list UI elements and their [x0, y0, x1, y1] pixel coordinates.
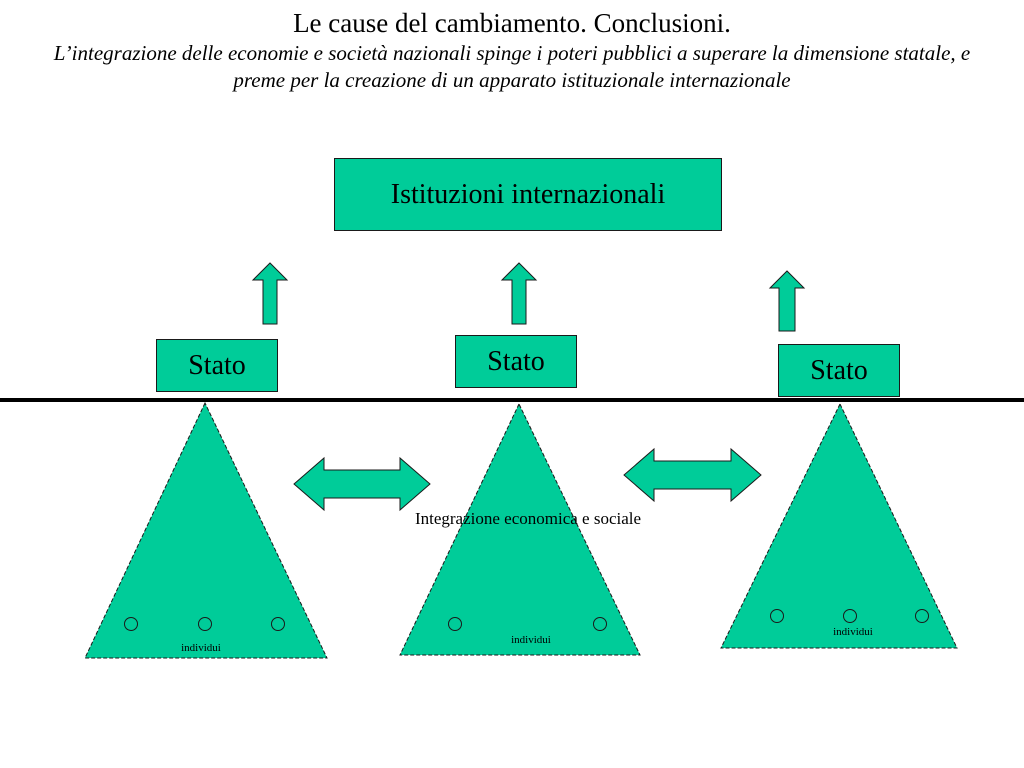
pyramid-center — [399, 402, 641, 656]
state-box-left: Stato — [156, 339, 278, 392]
pyramid-label-center: individui — [511, 634, 551, 646]
individual-circle — [124, 617, 138, 631]
up-arrow-icon — [251, 262, 289, 325]
state-box-right: Stato — [778, 344, 900, 397]
slide-subtitle: L’integrazione delle economie e società … — [53, 41, 971, 92]
pyramid-label-left: individui — [181, 642, 221, 654]
double-arrow-icon — [623, 447, 762, 503]
individual-circle — [593, 617, 607, 631]
pyramid-left — [84, 401, 328, 659]
individual-circle — [770, 609, 784, 623]
pyramid-right — [720, 402, 958, 649]
up-arrow-icon — [500, 262, 538, 325]
slide-header: Le cause del cambiamento. Conclusioni. L… — [0, 6, 1024, 94]
individual-circle — [448, 617, 462, 631]
individual-circle — [271, 617, 285, 631]
individual-circle — [843, 609, 857, 623]
state-box-center: Stato — [455, 335, 577, 388]
individual-circle — [915, 609, 929, 623]
up-arrow-icon — [768, 270, 806, 332]
double-arrow-icon — [293, 456, 431, 512]
individual-circle — [198, 617, 212, 631]
pyramid-label-right: individui — [833, 626, 873, 638]
international-institutions-box: Istituzioni internazionali — [334, 158, 722, 231]
integration-label: Integrazione economica e sociale — [415, 509, 641, 528]
slide-title: Le cause del cambiamento. Conclusioni. — [293, 8, 731, 38]
